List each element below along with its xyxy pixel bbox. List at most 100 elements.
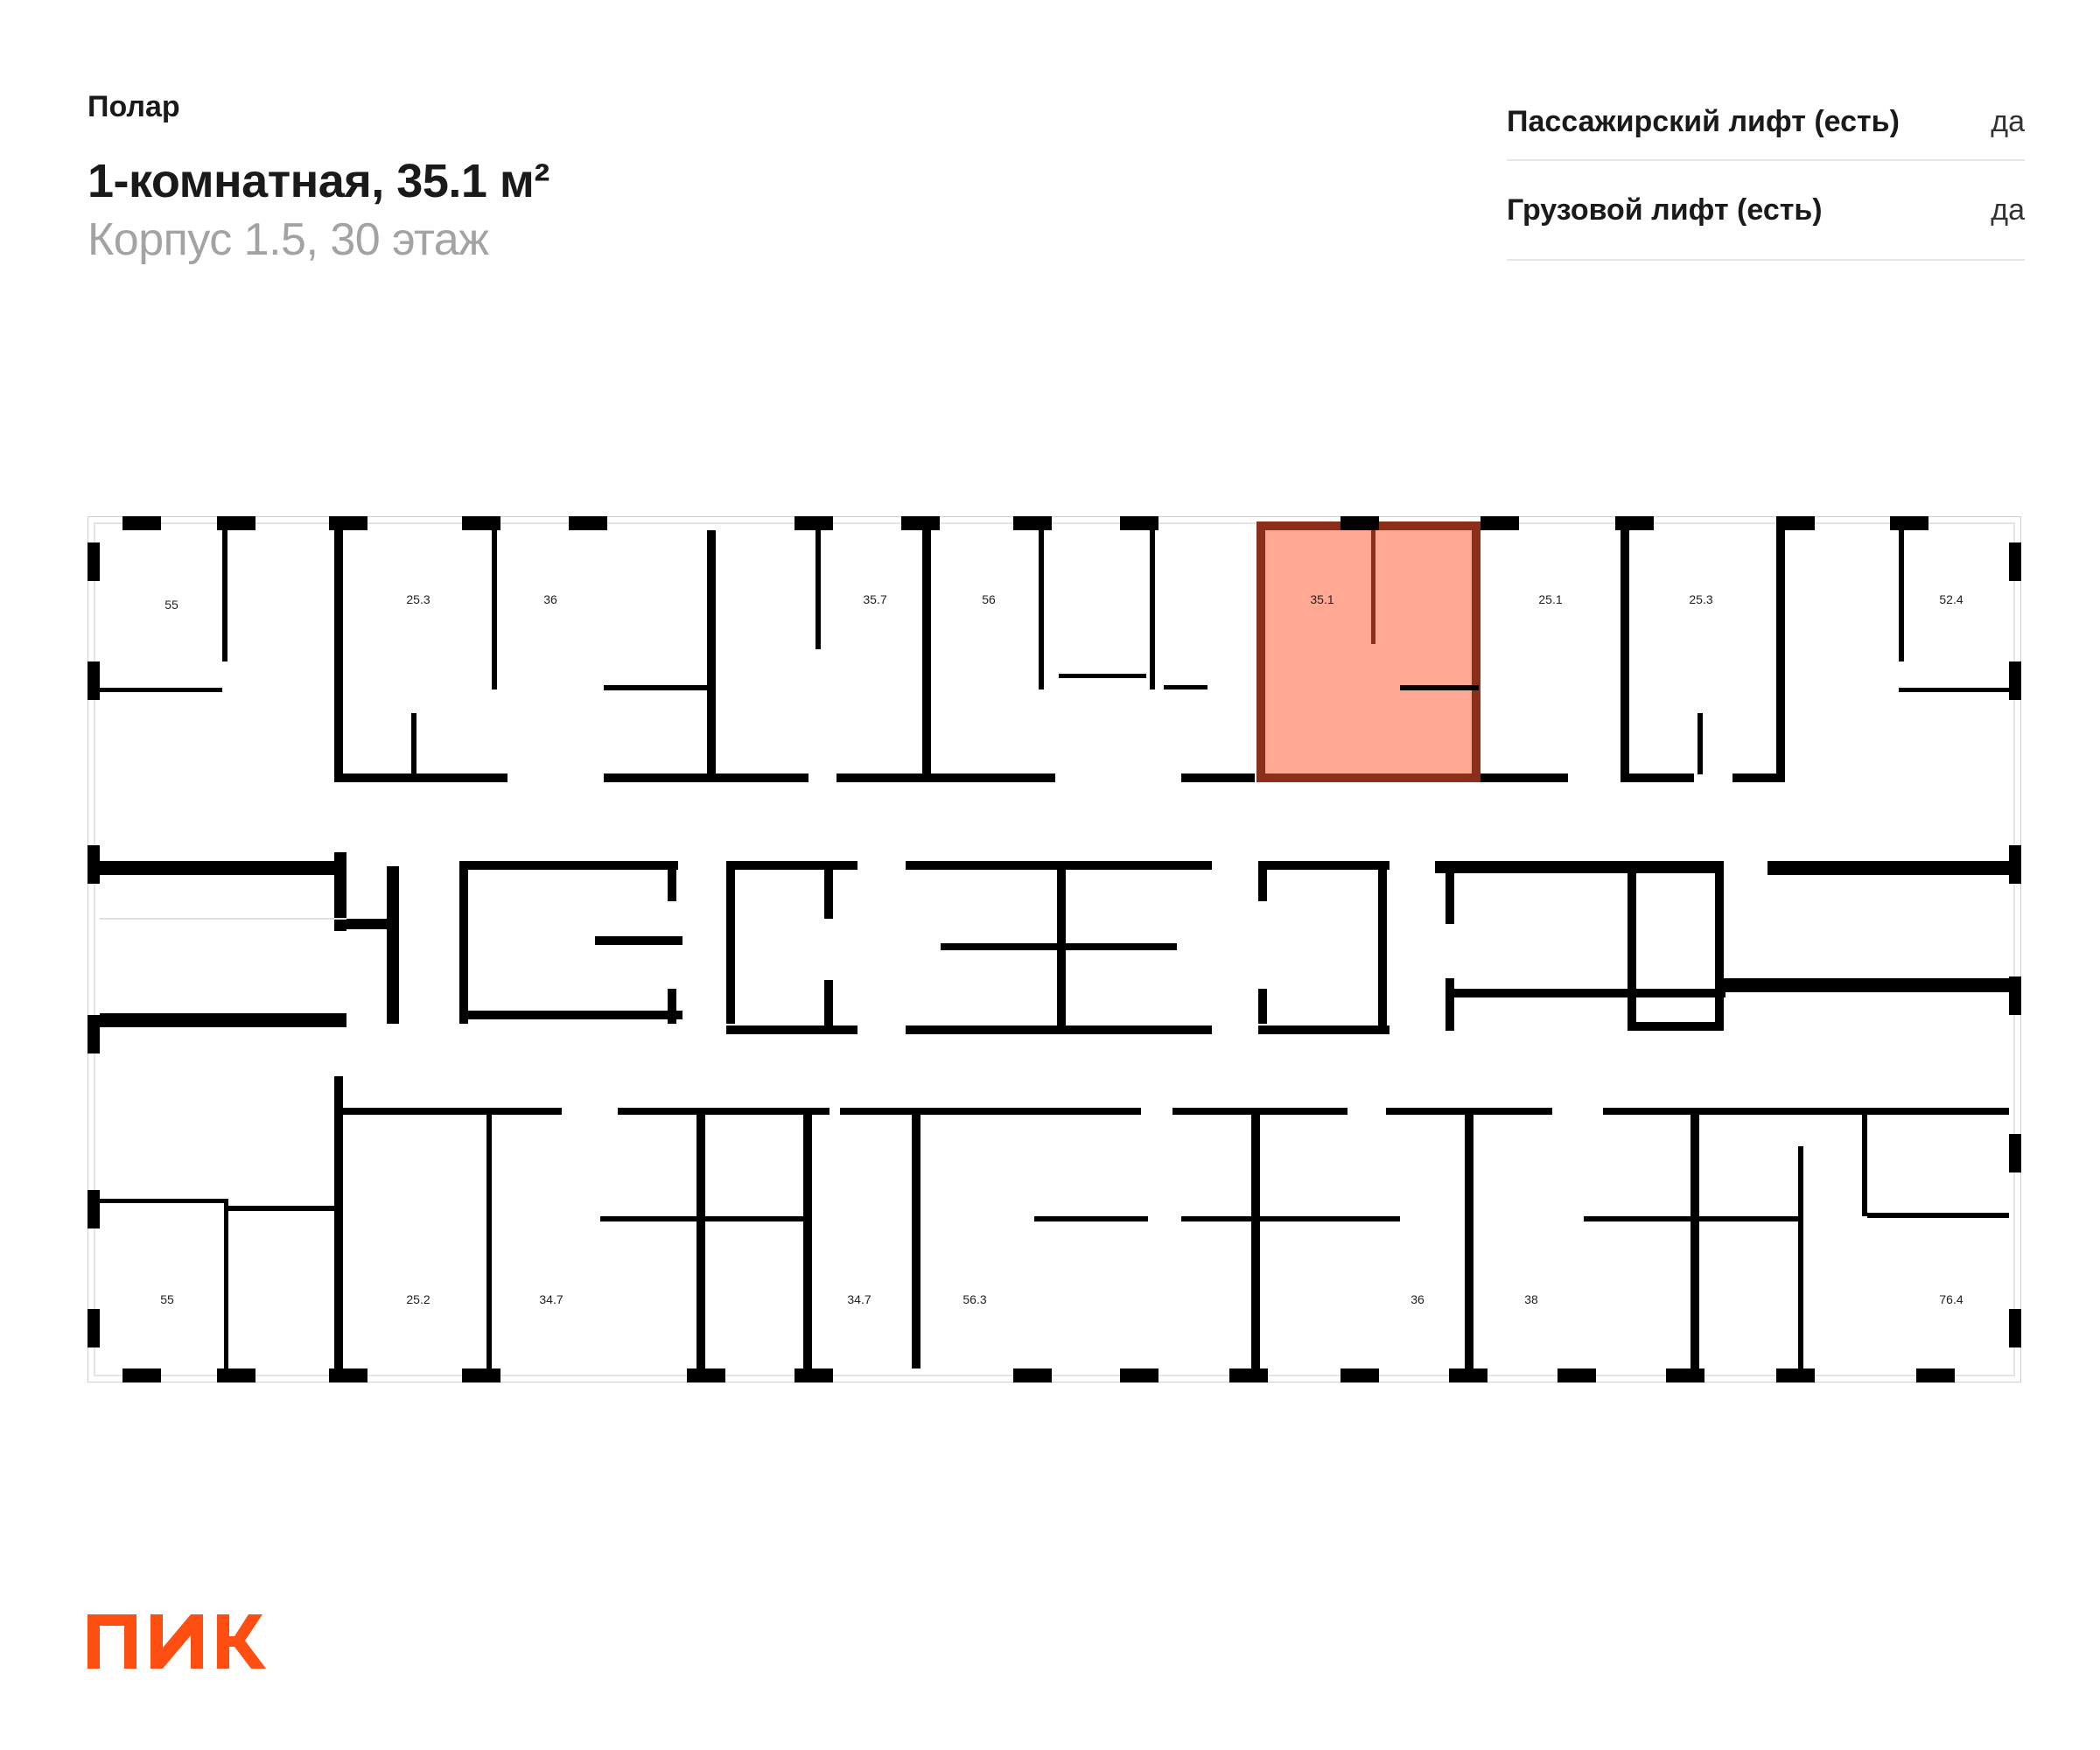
- interior-wall: [1181, 1216, 1400, 1222]
- core-wall: [334, 852, 346, 931]
- corridor-wall: [618, 1108, 830, 1115]
- partition-wall: [816, 530, 821, 649]
- core-wall: [668, 989, 676, 1024]
- feature-freight-lift: Грузовой лифт (есть) да: [1507, 161, 2025, 261]
- facade-wall: [794, 516, 833, 530]
- corridor-wall: [100, 861, 346, 875]
- partition-wall: [222, 530, 228, 662]
- core-wall: [726, 861, 858, 870]
- partition-wall: [1798, 1146, 1803, 1368]
- interior-wall: [1059, 674, 1146, 678]
- facade-wall: [1666, 1368, 1704, 1382]
- facade-wall: [1615, 516, 1654, 530]
- unit-area-label: 34.7: [847, 1292, 871, 1306]
- pik-logo: [88, 1614, 266, 1673]
- facade-wall: [2009, 662, 2021, 700]
- facade-wall: [1890, 516, 1928, 530]
- core-wall: [1446, 866, 1454, 924]
- facade-wall: [462, 1368, 500, 1382]
- unit-area-label: 56.3: [962, 1292, 986, 1306]
- corridor-wall: [840, 1108, 1141, 1115]
- unit-area-label: 35.7: [863, 592, 886, 606]
- facade-wall: [1013, 1368, 1052, 1382]
- unit-area-label: 25.1: [1538, 592, 1562, 606]
- corridor-wall: [460, 1108, 562, 1115]
- facade-wall: [1340, 516, 1379, 530]
- corridor-wall: [1603, 1108, 1866, 1115]
- facade-wall: [1120, 1368, 1158, 1382]
- core-wall: [906, 861, 1212, 870]
- interior-wall: [1034, 1216, 1148, 1222]
- selected-apartment-highlight[interactable]: [1256, 522, 1480, 782]
- core-wall: [1378, 866, 1387, 1032]
- selected-apartment-wall-left: [1256, 522, 1265, 782]
- floor-plan: 55 25.3 36 35.7 56 35.1 25.1 25.3 52.4 5…: [88, 516, 2021, 1382]
- interior-wall: [1899, 688, 2009, 692]
- core-wall: [1628, 1022, 1724, 1031]
- unit-area-label: 38: [1524, 1292, 1538, 1306]
- interior-wall: [600, 1216, 810, 1222]
- facade-wall: [2009, 1134, 2021, 1172]
- facade-wall: [88, 662, 100, 700]
- unit-area-label: 34.7: [539, 1292, 563, 1306]
- core-wall: [941, 943, 1177, 950]
- corridor-wall: [1838, 1108, 2009, 1115]
- corridor-wall: [1768, 861, 2009, 875]
- core-wall: [1258, 1026, 1390, 1034]
- partition-wall: [922, 530, 931, 782]
- interior-wall: [100, 1199, 228, 1203]
- core-wall: [1258, 861, 1390, 870]
- partition-wall: [486, 1111, 492, 1368]
- unit-area-label: 25.2: [406, 1292, 430, 1306]
- facade-wall: [2009, 1309, 2021, 1348]
- unit-area-label: 55: [164, 598, 178, 612]
- interior-wall: [100, 688, 222, 692]
- corridor-wall: [1624, 774, 1694, 782]
- partition-wall: [1862, 1111, 1867, 1216]
- facade-wall: [1776, 516, 1815, 530]
- corridor-wall: [1181, 774, 1255, 782]
- facade-wall: [217, 516, 256, 530]
- facade-wall: [1013, 516, 1052, 530]
- partition-wall: [1039, 530, 1044, 690]
- facade-wall: [901, 516, 940, 530]
- building-floor-subtitle: Корпус 1.5, 30 этаж: [88, 214, 489, 265]
- core-wall: [387, 866, 399, 1024]
- core-wall: [824, 980, 833, 1032]
- corridor-wall: [1732, 774, 1785, 782]
- facade-wall: [462, 516, 500, 530]
- facade-wall: [2009, 542, 2021, 581]
- corridor-wall: [604, 774, 808, 782]
- facade-wall: [2009, 976, 2021, 1015]
- partition-wall: [912, 1111, 920, 1368]
- selected-apartment-wall-bottom: [1256, 774, 1480, 782]
- corridor-wall: [1386, 1108, 1552, 1115]
- selected-apartment-partition: [1371, 530, 1376, 644]
- unit-area-label: 36: [543, 592, 557, 606]
- partition-wall: [334, 530, 343, 782]
- features-list: Пассажирский лифт (есть) да Грузовой лиф…: [1507, 84, 2025, 261]
- core-wall: [459, 866, 468, 1024]
- core-wall: [459, 861, 678, 870]
- corridor-wall: [411, 713, 416, 774]
- corridor-wall: [1722, 978, 2009, 992]
- unit-area-label[interactable]: 35.1: [1310, 592, 1334, 606]
- apartment-title: 1-комнатная, 35.1 м²: [88, 155, 550, 207]
- facade-wall: [88, 845, 100, 884]
- partition-wall: [1776, 530, 1785, 782]
- facade-wall: [1776, 1368, 1815, 1382]
- partition-wall: [492, 530, 497, 690]
- interior-wall: [1867, 1213, 2009, 1218]
- core-wall: [1258, 866, 1267, 901]
- partition-wall: [1150, 530, 1155, 690]
- unit-area-label: 55: [160, 1292, 174, 1306]
- corridor-wall: [100, 1013, 346, 1027]
- partition-wall: [803, 1111, 812, 1368]
- unit-area-label: 52.4: [1939, 592, 1963, 606]
- core-wall: [1446, 978, 1454, 1031]
- core-wall: [1628, 866, 1636, 1028]
- corridor-wall: [836, 774, 1055, 782]
- facade-wall: [88, 1309, 100, 1348]
- feature-value: да: [1991, 104, 2025, 138]
- corridor-wall: [1698, 713, 1703, 774]
